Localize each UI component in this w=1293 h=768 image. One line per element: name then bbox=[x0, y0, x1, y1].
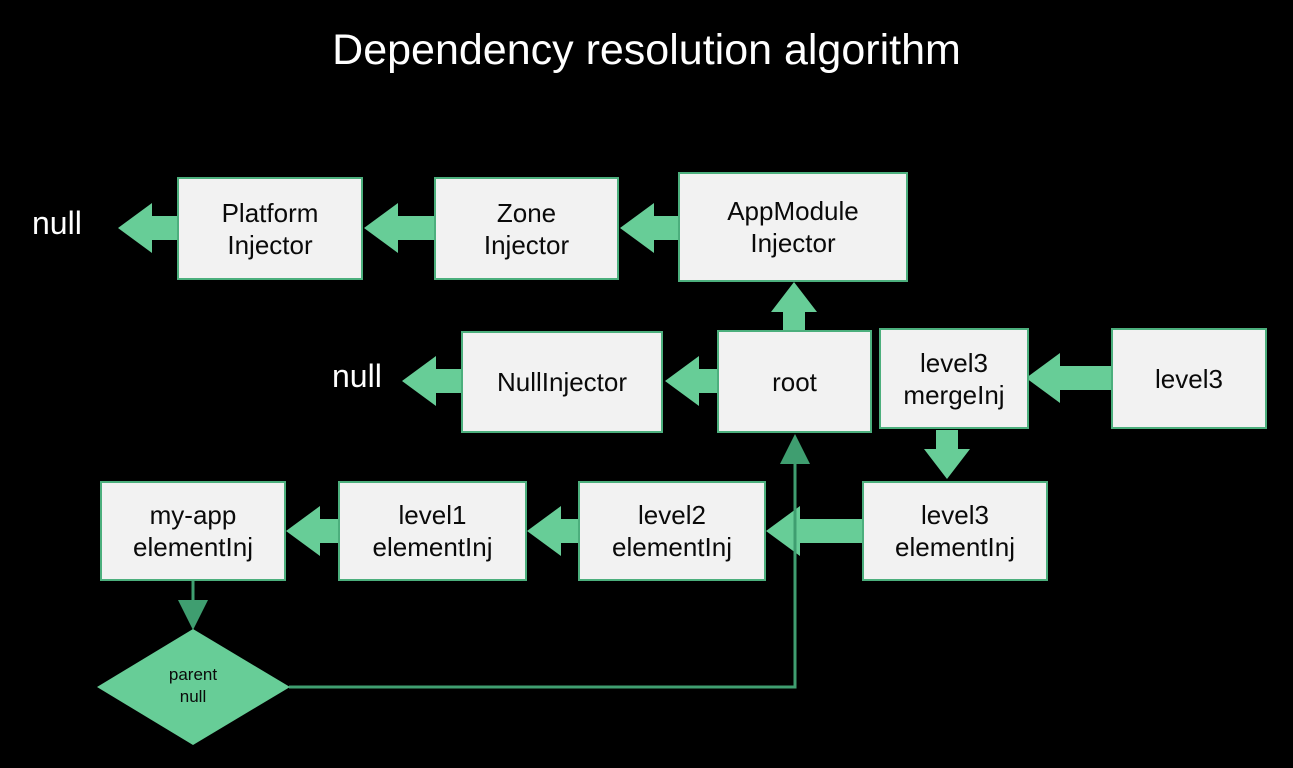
node-myapp-elementinj[interactable]: my-app elementInj bbox=[100, 481, 286, 581]
arrow-level2-to-level1 bbox=[527, 506, 578, 556]
node-level2-elementinj[interactable]: level2 elementInj bbox=[578, 481, 766, 581]
node-platform-injector-line1: Platform bbox=[221, 197, 319, 228]
arrow-zone-to-platform bbox=[364, 203, 434, 253]
node-level1-elementinj[interactable]: level1 elementInj bbox=[338, 481, 527, 581]
node-level3-elementinj-line2: elementInj bbox=[895, 532, 1015, 562]
arrow-level1-to-myapp bbox=[286, 506, 338, 556]
arrow-root-to-nullinjector bbox=[665, 356, 717, 406]
node-zone-injector[interactable]: Zone Injector bbox=[434, 177, 619, 280]
arrow-root-to-appmodule bbox=[771, 282, 817, 330]
node-platform-injector[interactable]: Platform Injector bbox=[177, 177, 363, 280]
label-null-top: null bbox=[32, 205, 82, 241]
arrow-nullinjector-to-null bbox=[402, 356, 461, 406]
node-appmodule-injector[interactable]: AppModule Injector bbox=[678, 172, 908, 282]
node-appmodule-injector-line1: AppModule bbox=[727, 196, 859, 226]
node-nullinjector[interactable]: NullInjector bbox=[461, 331, 663, 433]
node-level3-mergeinj-line2: mergeInj bbox=[903, 379, 1005, 410]
arrow-level3elementinj-to-level2 bbox=[766, 506, 862, 556]
node-zone-injector-line2: Injector bbox=[483, 229, 570, 260]
node-level3-line1: level3 bbox=[1155, 363, 1223, 394]
node-level1-elementinj-line2: elementInj bbox=[372, 532, 493, 562]
node-level3-mergeinj[interactable]: level3 mergeInj bbox=[879, 328, 1029, 429]
node-level3-elementinj[interactable]: level3 elementInj bbox=[862, 481, 1048, 581]
arrow-mergeinj-to-level3elementinj bbox=[924, 430, 970, 479]
arrow-appmodule-to-zone bbox=[620, 203, 678, 253]
connector-decision-to-root bbox=[289, 434, 810, 689]
node-appmodule-injector-line2: Injector bbox=[750, 228, 836, 258]
node-nullinjector-line1: NullInjector bbox=[496, 367, 628, 397]
node-level3[interactable]: level3 bbox=[1111, 328, 1267, 429]
node-myapp-elementinj-line1: my-app bbox=[149, 500, 237, 530]
node-level3-mergeinj-line1: level3 bbox=[920, 347, 988, 378]
arrow-level3-to-mergeinj bbox=[1026, 353, 1111, 403]
node-myapp-elementinj-line2: elementInj bbox=[133, 532, 253, 562]
label-null-mid: null bbox=[332, 358, 382, 394]
node-zone-injector-line1: Zone bbox=[496, 197, 557, 228]
node-platform-injector-line2: Injector bbox=[227, 229, 313, 260]
node-level2-elementinj-line2: elementInj bbox=[612, 532, 732, 562]
node-level3-elementinj-line1: level3 bbox=[921, 500, 989, 530]
node-root-line1: root bbox=[772, 366, 817, 397]
node-level1-elementinj-line1: level1 bbox=[398, 500, 467, 530]
page-title: Dependency resolution algorithm bbox=[332, 26, 961, 74]
node-root[interactable]: root bbox=[717, 330, 872, 433]
decision-diamond bbox=[97, 629, 290, 745]
node-level2-elementinj-line1: level2 bbox=[638, 500, 706, 530]
arrow-platform-to-null bbox=[118, 203, 177, 253]
